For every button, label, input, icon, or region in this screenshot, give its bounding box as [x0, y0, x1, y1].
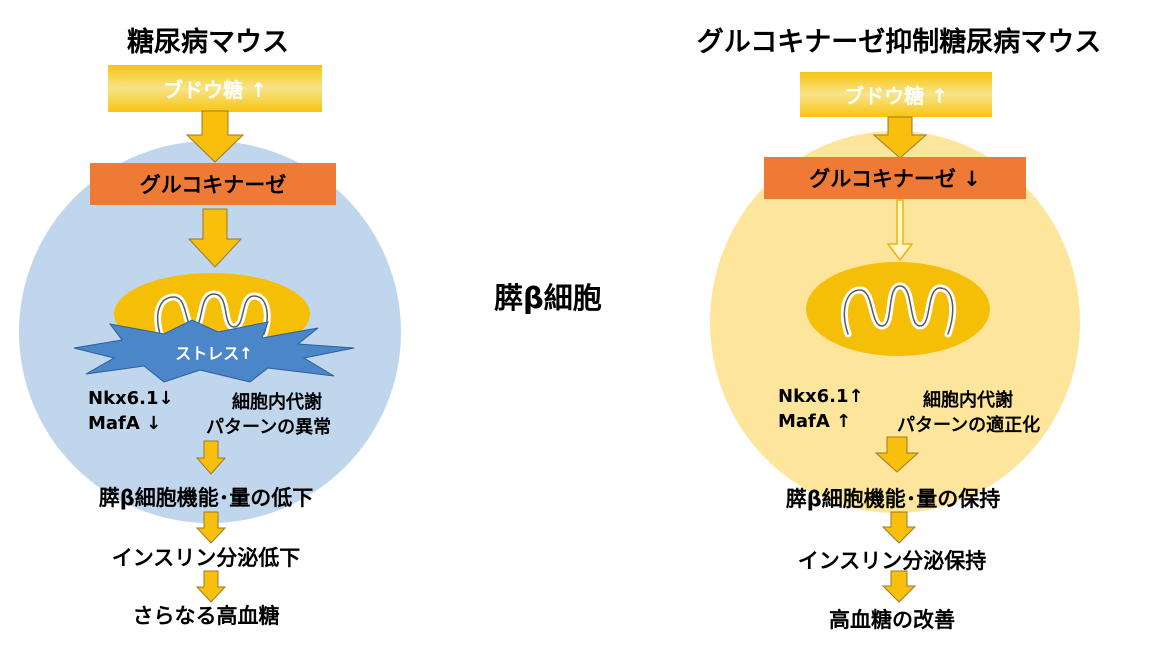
left-stress-label: ストレス↑ [175, 344, 253, 363]
down-arrow-icon [185, 110, 245, 163]
left-glucokinase-box: グルコキナーゼ [90, 163, 336, 205]
left-metabolism-line2: パターンの異常 [206, 417, 332, 438]
right-markers-line1: Nkx6.1↑ [778, 386, 864, 407]
stress-burst-icon [73, 319, 355, 383]
right-glucokinase-box: グルコキナーゼ ↓ [764, 157, 1026, 199]
left-glucokinase-label: グルコキナーゼ [139, 173, 287, 197]
left-step1: 膵β細胞機能･量の低下 [98, 486, 314, 510]
down-arrow-icon [886, 199, 914, 262]
down-arrow-icon [195, 570, 227, 603]
right-markers-line2: MafA ↑ [778, 411, 852, 432]
right-step2: インスリン分泌保持 [797, 549, 987, 573]
left-metabolism-line1: 細胞内代謝 [232, 392, 322, 413]
right-title: グルコキナーゼ抑制糖尿病マウス [696, 27, 1102, 58]
left-glucose-box: ブドウ糖 ↑ [108, 65, 322, 112]
right-metabolism-line2: パターンの適正化 [897, 415, 1041, 436]
down-arrow-icon [195, 511, 227, 544]
right-glucose-label: ブドウ糖 ↑ [844, 84, 948, 108]
down-arrow-icon [187, 208, 243, 268]
down-arrow-icon [881, 511, 917, 544]
right-step1: 膵β細胞機能･量の保持 [785, 487, 1001, 511]
right-step3: 高血糖の改善 [829, 608, 955, 632]
left-title: 糖尿病マウス [127, 27, 289, 58]
right-glucose-box: ブドウ糖 ↑ [800, 72, 992, 117]
beta-cell-label: 膵β細胞 [494, 281, 602, 315]
right-metabolism-line1: 細胞内代謝 [923, 390, 1013, 411]
left-step2: インスリン分泌低下 [111, 546, 301, 570]
right-glucokinase-label: グルコキナーゼ ↓ [809, 167, 981, 191]
down-arrow-icon [195, 440, 227, 475]
down-arrow-icon [874, 436, 920, 473]
left-markers-line2: MafA ↓ [88, 413, 162, 434]
left-glucose-label: ブドウ糖 ↑ [163, 78, 267, 102]
down-arrow-icon [881, 570, 917, 603]
mitochondria-icon [806, 262, 990, 356]
left-step3: さらなる高血糖 [132, 604, 280, 628]
down-arrow-icon [872, 116, 928, 159]
left-markers-line1: Nkx6.1↓ [88, 388, 174, 409]
